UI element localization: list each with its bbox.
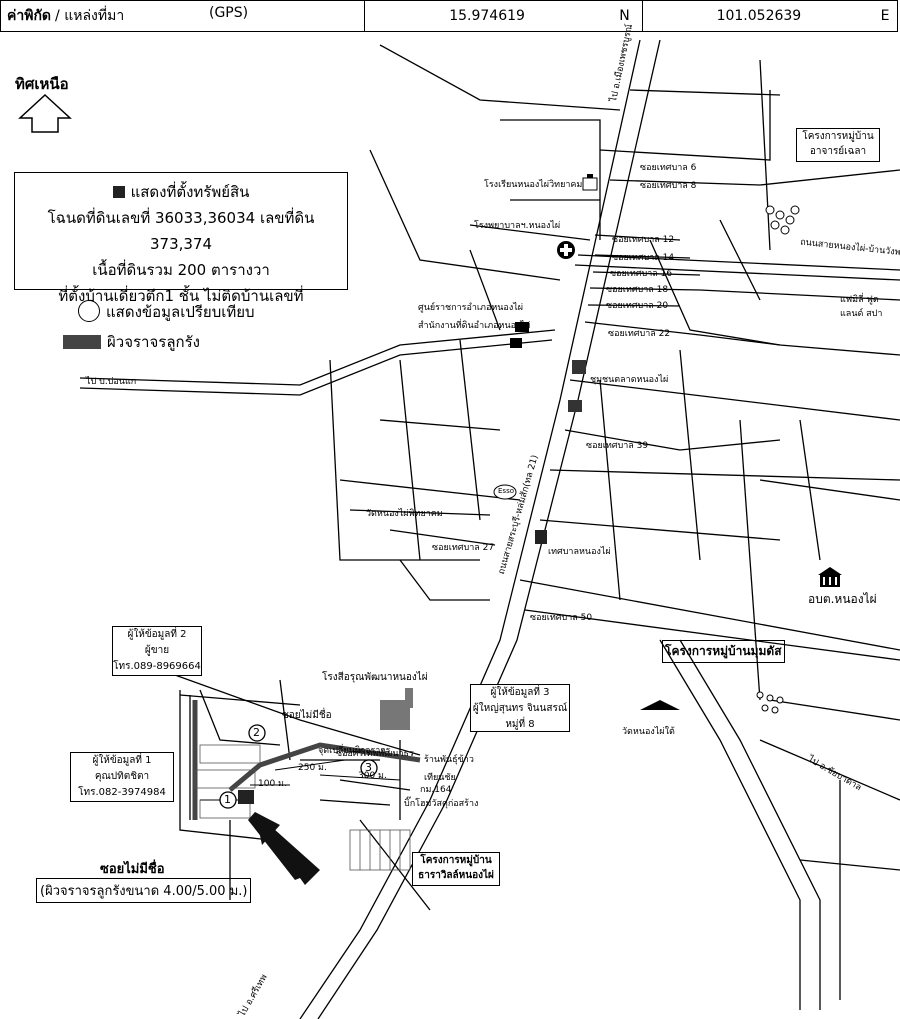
village-houses-icon bbox=[756, 205, 800, 714]
road-soi-16: ซอยเทศบาล 16 bbox=[610, 269, 673, 279]
label-market: ชุมชนตลาดหนองไผ่ bbox=[590, 375, 669, 385]
road-soi-22: ซอยเทศบาล 22 bbox=[608, 329, 671, 339]
marker-3-number: 3 bbox=[365, 761, 372, 774]
informant-2-box: ผู้ให้ข้อมูลที่ 2 ผู้ขาย โทร.089-8969664 bbox=[112, 626, 202, 676]
property-legend-icon bbox=[112, 186, 125, 198]
road-map bbox=[18, 39, 900, 1019]
government-icon bbox=[510, 322, 529, 348]
main-highway-left bbox=[299, 39, 641, 1019]
coord-label-cell: ค่าพิกัด / แหล่งที่มา (GPS) bbox=[1, 1, 366, 31]
label-school: โรงเรียนหนองไผ่วิทยาคม bbox=[484, 180, 583, 190]
legend-road: ผิวจราจรลูกรัง bbox=[63, 330, 200, 354]
municipal-icon bbox=[535, 530, 547, 544]
road-soi-6: ซอยเทศบาล 6 bbox=[640, 163, 697, 173]
label-land-office: สำนักงานที่ดินอำเภอหนองไผ่ bbox=[418, 321, 531, 331]
road-soi-20: ซอยเทศบาล 20 bbox=[606, 301, 669, 311]
longitude-value: 101.052639 bbox=[716, 8, 802, 24]
informant-3-box: ผู้ให้ข้อมูลที่ 3 ผู้ใหญ่สุนทร จินนสรณ์ … bbox=[470, 684, 570, 732]
legend-area: เนื้อที่ดินรวม 200 ตารางวา bbox=[92, 261, 270, 279]
latitude-dir: N bbox=[619, 8, 630, 24]
marker-2-number: 2 bbox=[253, 726, 260, 739]
road-soi-srithep: ซอยศรีเทพพัฒนาธร bbox=[336, 749, 414, 759]
label-village-thara: โครงการหมู่บ้าน ธาราวิลล์หนองไผ่ bbox=[412, 852, 500, 886]
label-tianchai: เทียนชัย bbox=[424, 773, 456, 783]
legend-compare: แสดงข้อมูลเปรียบเทียบ bbox=[78, 300, 255, 324]
comparison-marker-1 bbox=[219, 791, 237, 809]
label-esso: Esso bbox=[498, 487, 514, 495]
label-bigc: บิ๊กโฮมวัสดุก่อสร้าง bbox=[404, 799, 479, 809]
label-km: กม.164 bbox=[420, 785, 452, 795]
informant-1-box: ผู้ให้ข้อมูลที่ 1 คุณปทิตชิตา โทร.082-39… bbox=[70, 752, 174, 802]
circle-legend-icon bbox=[78, 300, 100, 322]
laterite-road bbox=[228, 742, 421, 792]
market-icon bbox=[568, 360, 586, 412]
label-temple-pittaya: วัดหนองไผ่พิทยาคม bbox=[366, 509, 443, 519]
road-legend-icon bbox=[63, 335, 101, 349]
road-soi-39: ซอยเทศบาล 39 bbox=[586, 441, 649, 451]
bottom-note-title: ซอยไม่มีชื่อ bbox=[100, 862, 165, 877]
factory-icon bbox=[380, 688, 413, 730]
road-soi-14: ซอยเทศบาล 14 bbox=[612, 253, 675, 263]
legend-house: ที่ตั้งบ้านเดี่ยวตึก1 ชั้น ไม่ติดบ้านเลข… bbox=[58, 287, 304, 305]
label-gov-center: ศูนย์ราชการอำเภอหนองไผ่ bbox=[418, 303, 524, 313]
road-soi-12: ซอยเทศบาล 12 bbox=[612, 235, 675, 245]
legend-property: แสดงที่ตั้งทรัพย์สิน bbox=[130, 183, 250, 201]
distance-250: 250 ม. bbox=[298, 763, 327, 773]
north-arrow-icon bbox=[18, 93, 72, 133]
distance-300: 300 ม. bbox=[358, 771, 387, 781]
esso-icon bbox=[493, 484, 517, 500]
property-location-marker bbox=[238, 790, 254, 804]
latitude-value: 15.974619 bbox=[449, 8, 525, 24]
road-soi-50: ซอยเทศบาล 50 bbox=[530, 613, 593, 623]
longitude-cell: 101.052639 E bbox=[643, 1, 897, 31]
label-pantakhao: ร้านพันธุ์ข้าว bbox=[424, 755, 474, 765]
legend-deed: โฉนดที่ดินเลขที่ 36033,36034 เลขที่ดิน 3… bbox=[47, 209, 315, 253]
temple-icon bbox=[640, 700, 680, 710]
label-hospital: โรงพยาบาลฯ.หนองไผ่ bbox=[474, 221, 561, 231]
comparison-marker-3 bbox=[360, 759, 378, 777]
coordinate-header: ค่าพิกัด / แหล่งที่มา (GPS) 15.974619 N … bbox=[0, 0, 898, 32]
coord-label: ค่าพิกัด bbox=[7, 8, 52, 24]
marker-1-number: 1 bbox=[224, 793, 231, 806]
road-soi-mai-mee-chue: ซอยไม่มีชื่อ bbox=[282, 710, 332, 721]
source-label: / แหล่งที่มา bbox=[55, 8, 125, 24]
label-municipal: เทศบาลหนองไผ่ bbox=[548, 547, 611, 557]
obt-icon bbox=[818, 567, 842, 587]
north-label: ทิศเหนือ bbox=[15, 75, 69, 93]
label-start-point: จุดเปลี่ยนผิวจราจร bbox=[318, 746, 391, 756]
gps-label: (GPS) bbox=[209, 5, 249, 21]
bottom-note-detail: (ผิวจราจรลูกรังขนาด 4.00/5.00 ม.) bbox=[36, 878, 252, 903]
hospital-icon bbox=[557, 241, 575, 259]
label-village-mumdut: โครงการหมู่บ้านมุมดัส bbox=[662, 640, 785, 663]
legend-box: แสดงที่ตั้งทรัพย์สิน โฉนดที่ดินเลขที่ 36… bbox=[14, 172, 348, 305]
road-soi-18: ซอยเทศบาล 18 bbox=[606, 285, 669, 295]
road-to-bokhon: ไป บ.บ่อนแก bbox=[86, 377, 137, 387]
school-icon bbox=[582, 174, 598, 191]
latitude-cell: 15.974619 N bbox=[365, 1, 643, 31]
label-obt: อบต.หนองไผ่ bbox=[808, 592, 877, 606]
road-soi-27: ซอยเทศบาล 27 bbox=[432, 543, 495, 553]
label-temple-south: วัดหนองไผ่ใต้ bbox=[622, 727, 675, 737]
label-village-archa: โครงการหมู่บ้าน อาจารย์เฉลา bbox=[796, 128, 880, 162]
longitude-dir: E bbox=[880, 8, 890, 24]
label-rubber-factory: โรงสีอรุณพัฒนาหนองไผ่ bbox=[322, 672, 428, 683]
road-soi-8: ซอยเทศบาล 8 bbox=[640, 181, 697, 191]
label-family-food: แฟมิลี่ ฟูด แลนด์ สปา bbox=[840, 295, 883, 319]
distance-100: 100 ม. bbox=[258, 779, 287, 789]
comparison-marker-2 bbox=[248, 724, 266, 742]
